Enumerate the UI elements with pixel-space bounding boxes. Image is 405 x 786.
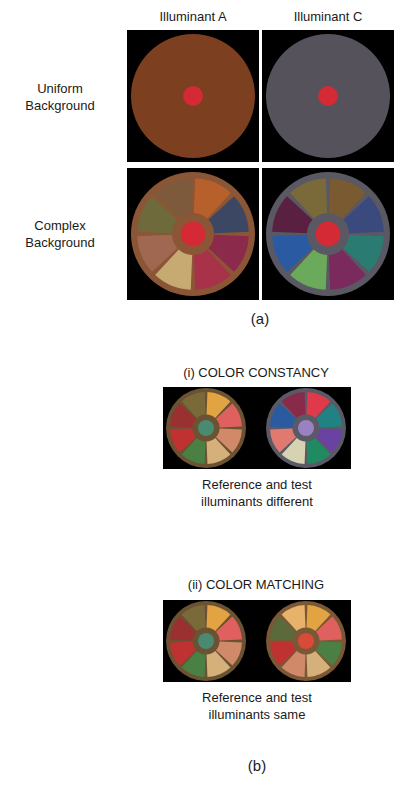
color-sector xyxy=(194,249,231,289)
black-panel xyxy=(127,30,259,162)
color-sector xyxy=(216,617,242,641)
panel-title: (i) COLOR CONSTANCY xyxy=(146,364,366,381)
color-sector xyxy=(316,617,342,641)
color-sector xyxy=(282,392,306,418)
color-sector xyxy=(207,438,231,464)
color-sector xyxy=(307,651,331,677)
wheel-rim xyxy=(266,388,346,468)
test-patch xyxy=(198,420,214,436)
color-sector xyxy=(290,178,327,218)
color-sector xyxy=(207,651,231,677)
panel-caption: Reference and test illuminants same xyxy=(179,689,335,723)
column-heading: Illuminant A xyxy=(138,8,248,25)
black-panel xyxy=(163,600,351,682)
black-panel xyxy=(262,168,394,300)
color-sector xyxy=(316,404,342,428)
column-heading: Illuminant C xyxy=(273,8,383,25)
color-sector xyxy=(170,429,196,453)
color-sector xyxy=(270,642,296,666)
color-sector xyxy=(182,605,206,631)
color-sector xyxy=(155,178,192,218)
panel-letter: (a) xyxy=(240,310,280,327)
row-heading: Uniform Background xyxy=(15,80,105,114)
color-sector xyxy=(137,235,177,272)
test-patch xyxy=(316,222,341,247)
color-sector xyxy=(208,196,248,233)
panel-letter: (b) xyxy=(237,757,277,774)
color-sector xyxy=(216,404,242,428)
uniform-disk xyxy=(131,34,255,158)
color-sector xyxy=(170,642,196,666)
color-sector xyxy=(282,605,306,631)
uniform-disk xyxy=(266,34,390,158)
black-panel xyxy=(262,30,394,162)
color-sector xyxy=(182,392,206,418)
color-sector xyxy=(307,438,331,464)
test-patch xyxy=(181,222,206,247)
wheel-rim xyxy=(131,172,255,296)
black-panel xyxy=(163,387,351,469)
panel-title: (ii) COLOR MATCHING xyxy=(146,576,366,593)
color-sector xyxy=(270,429,296,453)
test-patch xyxy=(298,633,314,649)
test-patch xyxy=(318,86,338,106)
wheel-rim xyxy=(266,601,346,681)
row-heading: Complex Background xyxy=(15,217,105,251)
test-patch xyxy=(183,86,203,106)
color-sector xyxy=(329,249,366,289)
test-patch xyxy=(298,420,314,436)
panel-caption: Reference and test illuminants different xyxy=(179,476,335,510)
color-sector xyxy=(272,235,312,272)
black-panel xyxy=(127,168,259,300)
wheel-rim xyxy=(166,601,246,681)
test-patch xyxy=(198,633,214,649)
color-sector xyxy=(343,196,383,233)
wheel-rim xyxy=(166,388,246,468)
wheel-rim xyxy=(266,172,390,296)
